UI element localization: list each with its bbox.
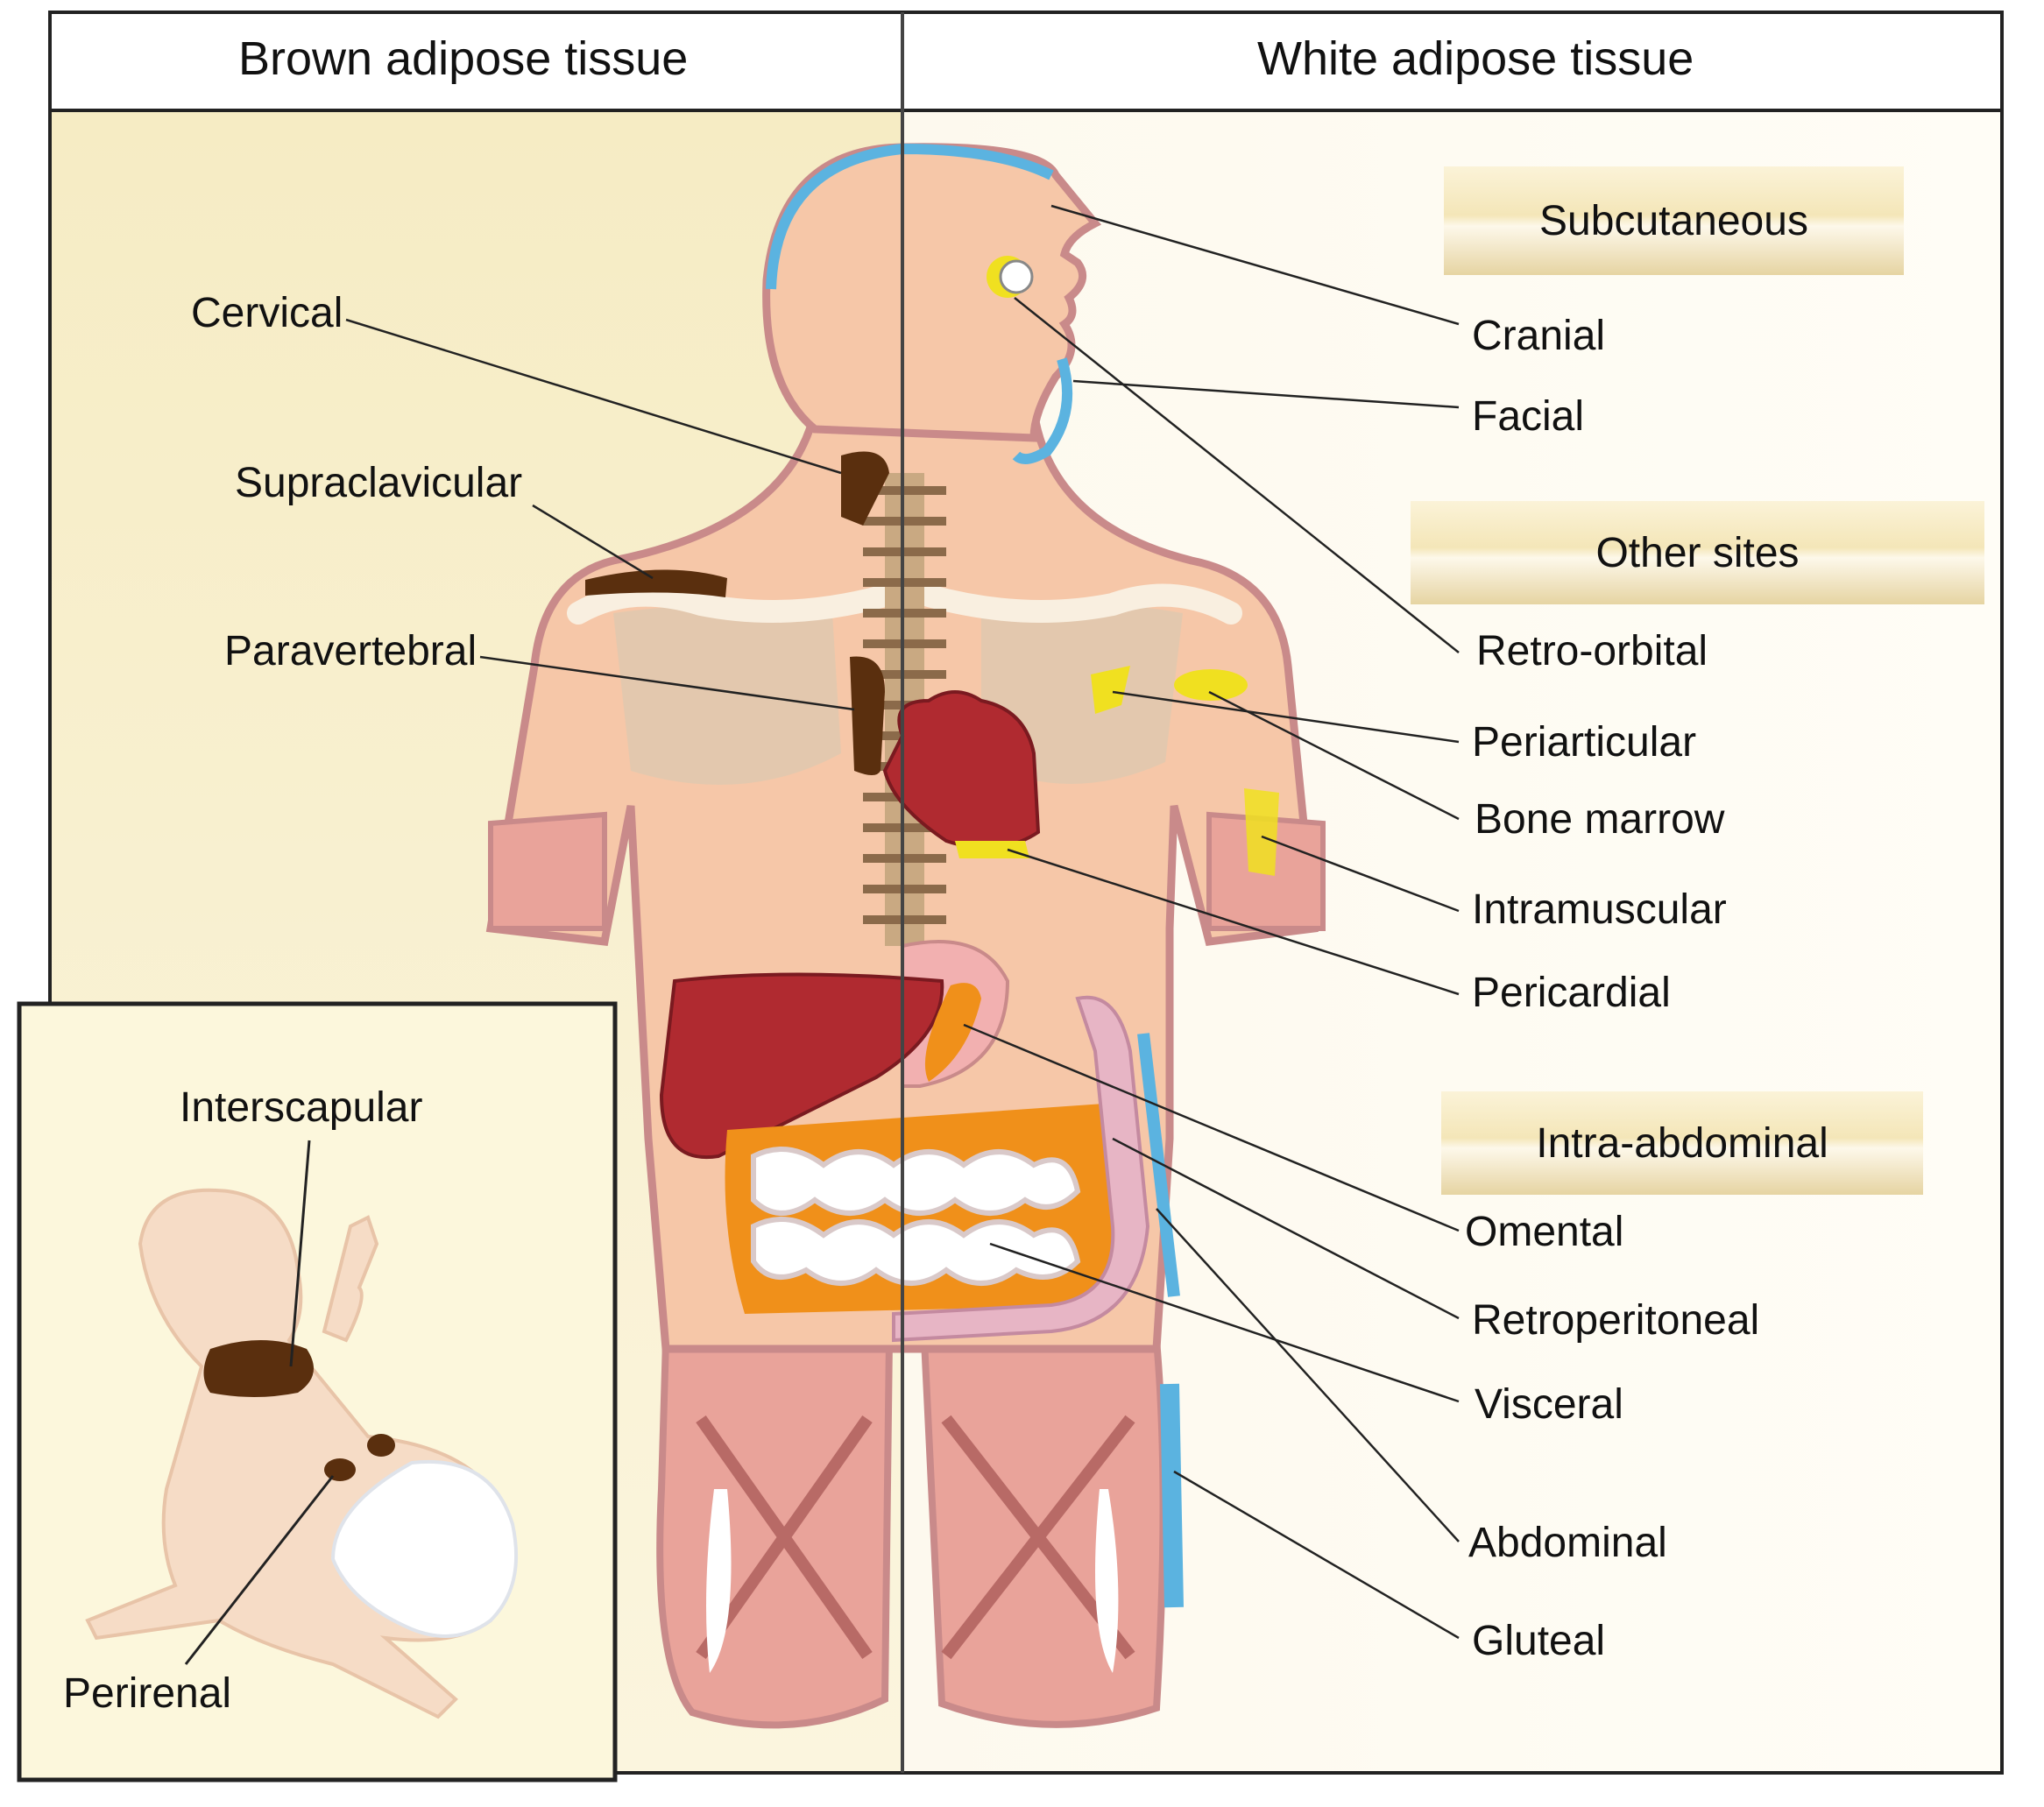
infant-diaper bbox=[330, 1459, 519, 1638]
eye bbox=[999, 259, 1034, 294]
left-forearm bbox=[488, 811, 607, 931]
leg-muscle-lines bbox=[696, 1415, 1135, 1660]
colon bbox=[892, 995, 1150, 1343]
cranial-fat bbox=[766, 143, 1054, 290]
intramuscular-fat bbox=[1244, 788, 1279, 876]
white-adipose-header: White adipose tissue bbox=[1257, 32, 1694, 85]
periarticular-label: Periarticular bbox=[1472, 719, 1697, 766]
facial-label: Facial bbox=[1472, 393, 1585, 440]
retroperitoneal-label: Retroperitoneal bbox=[1472, 1297, 1760, 1344]
cervical-brown-fat bbox=[841, 451, 889, 526]
omental-fat bbox=[924, 983, 981, 1082]
visceral-label: Visceral bbox=[1475, 1381, 1623, 1428]
supraclavicular-brown-fat bbox=[585, 569, 727, 597]
head bbox=[762, 143, 1102, 442]
gluteal-label: Gluteal bbox=[1472, 1618, 1606, 1664]
cervical-label: Cervical bbox=[191, 290, 343, 336]
intramuscular-label: Intramuscular bbox=[1472, 886, 1727, 933]
pericardial-label: Pericardial bbox=[1472, 970, 1671, 1016]
subcutaneous-category: Subcutaneous bbox=[1444, 166, 1904, 275]
heart bbox=[882, 690, 1041, 850]
left-femur bbox=[706, 1489, 732, 1673]
pericardial-fat bbox=[955, 841, 1029, 858]
perirenal-brown-fat-1 bbox=[324, 1458, 356, 1481]
perirenal-brown-fat-2 bbox=[367, 1434, 395, 1457]
right-scapula bbox=[981, 604, 1183, 784]
perirenal-leader bbox=[184, 1475, 335, 1665]
infant-raised-hand bbox=[322, 1215, 379, 1343]
gluteal-fat bbox=[1160, 1383, 1184, 1608]
interscapular-label: Interscapular bbox=[180, 1084, 423, 1131]
left-scapula bbox=[613, 604, 841, 785]
interscapular-brown-fat bbox=[203, 1340, 314, 1397]
periarticular-fat bbox=[1091, 666, 1130, 714]
bone-marrow-label: Bone marrow bbox=[1475, 796, 1725, 843]
liver bbox=[659, 972, 944, 1160]
header-band bbox=[52, 14, 2000, 109]
other-sites-category: Other sites bbox=[1411, 501, 1984, 604]
right-clavicle bbox=[917, 583, 1242, 625]
abdominal-subcutaneous-fat bbox=[1137, 1033, 1180, 1297]
perirenal-label: Perirenal bbox=[63, 1670, 232, 1717]
bone-marrow-fat bbox=[1174, 669, 1248, 701]
paravertebral-label: Paravertebral bbox=[224, 628, 477, 674]
interscapular-leader bbox=[289, 1140, 311, 1367]
outer-frame bbox=[48, 11, 2004, 1775]
leader-lines bbox=[345, 204, 1460, 1640]
paravertebral-brown-fat bbox=[850, 656, 885, 775]
brown-adipose-header: Brown adipose tissue bbox=[238, 32, 689, 85]
cranial-label: Cranial bbox=[1472, 313, 1606, 359]
right-femur bbox=[1095, 1489, 1119, 1673]
supraclavicular-label: Supraclavicular bbox=[235, 460, 523, 506]
abdominal-label: Abdominal bbox=[1468, 1520, 1667, 1566]
omental-label: Omental bbox=[1465, 1209, 1624, 1255]
left-clavicle bbox=[567, 583, 896, 625]
retro-orbital-label: Retro-orbital bbox=[1476, 628, 1708, 674]
intra-abdominal-category: Intra-abdominal bbox=[1441, 1091, 1923, 1195]
small-intestine bbox=[751, 1147, 1081, 1286]
infant-inset bbox=[17, 1001, 618, 1782]
facial-fat bbox=[1012, 357, 1073, 464]
